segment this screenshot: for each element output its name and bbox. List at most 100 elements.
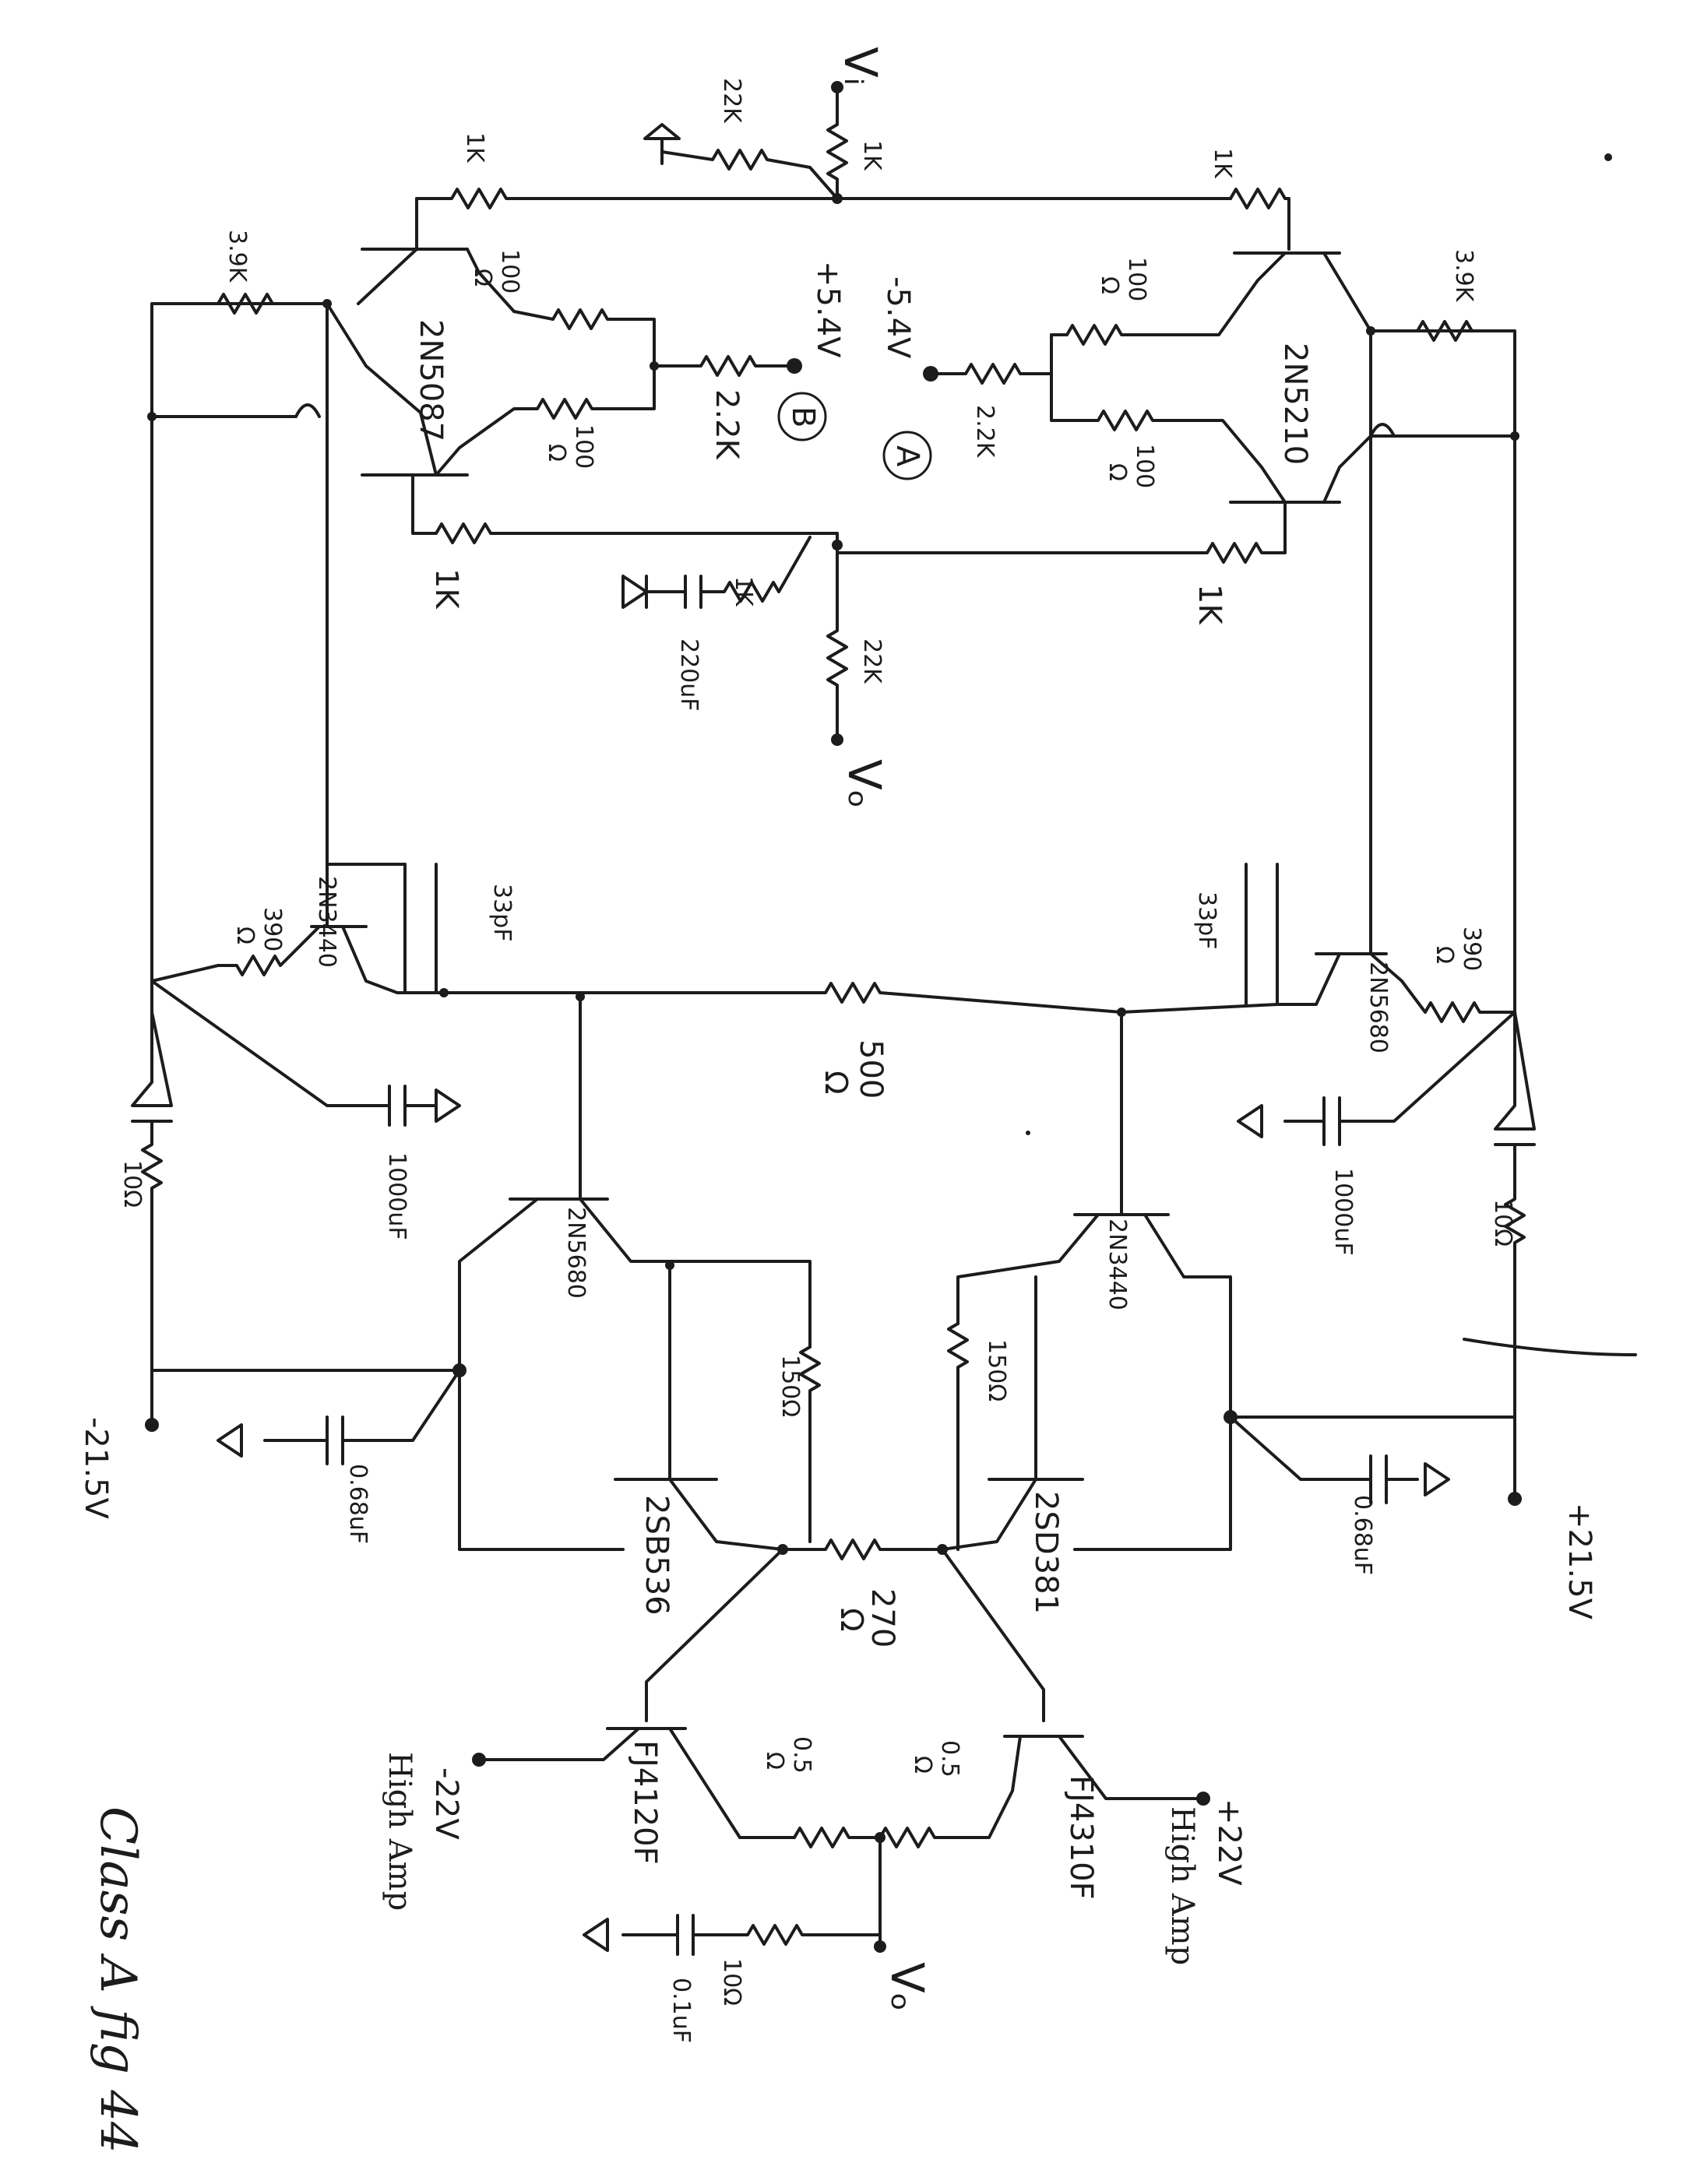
label-node-a-voltage: -5.4V	[880, 276, 916, 359]
pos-main-terminal	[1508, 1492, 1522, 1506]
label-r-bias-right: 3.9K	[1450, 249, 1477, 303]
label-r-bias-center-unit: Ω	[818, 1071, 854, 1095]
r-fb-symbol	[826, 532, 848, 737]
c-dec-left-symbol	[217, 1369, 461, 1465]
r-bot-right-symbol	[836, 501, 1287, 564]
junction-dot	[665, 1261, 674, 1270]
label-r-drv-link-unit: Ω	[833, 1608, 869, 1632]
r-emit-right-top-symbol	[1050, 251, 1287, 346]
label-r-emit-right-bot: 100	[1131, 444, 1158, 488]
label-r-top-left: 1K	[461, 132, 488, 164]
label-r-fb: 22K	[858, 638, 886, 684]
label-c-comp-left: 33pF	[488, 884, 516, 941]
label-r-bias-left: 3.9K	[224, 230, 251, 283]
r-diode-left-symbol	[141, 1120, 163, 1426]
label-c-zobel: 0.1uF	[667, 1978, 695, 2043]
input-stage	[326, 248, 1419, 564]
output-terminal	[874, 1940, 886, 1953]
label-r-in-ground: 22K	[718, 78, 745, 124]
vas-stage	[150, 863, 1516, 1146]
labels: Vᵢ 1K 22K 1K 1K 3.9K 3.9K 100 Ω 100 Ω 10…	[78, 47, 1597, 2154]
label-r-vas-left: 390	[259, 907, 286, 951]
label-r-emit-left-bot: 100	[570, 424, 597, 469]
r-in-series-symbol	[826, 86, 848, 200]
label-neg-main: -21.5V	[78, 1417, 114, 1519]
label-r-emit-right-bot-unit: Ω	[1104, 463, 1131, 481]
supply-rails	[131, 1011, 1637, 1506]
label-r-vas-right: 390	[1458, 927, 1485, 971]
r-emit-left-bot-symbol	[435, 364, 656, 477]
wire	[1369, 329, 1516, 866]
node-b-terminal	[787, 358, 802, 374]
r-bias-left-symbol	[217, 293, 274, 315]
r-vas-right-symbol	[1400, 979, 1516, 1023]
r-fb-ground-symbol	[699, 536, 812, 603]
label-c-dec-right: 0.68uF	[1349, 1495, 1376, 1575]
label-q-out-left: FJ4120F	[627, 1740, 663, 1865]
label-q-drv-left: 2SB536	[639, 1495, 674, 1616]
wire	[1073, 1416, 1232, 1551]
c-comp-left-symbol	[403, 863, 438, 994]
ground-symbol	[621, 575, 648, 609]
label-r-pre-left: 150Ω	[776, 1355, 804, 1417]
label-r-vas-right-unit: Ω	[1431, 946, 1458, 964]
r-emit-left-top-symbol	[512, 308, 656, 368]
r-out-left-symbol	[793, 1827, 882, 1848]
input-label: Vᵢ	[834, 47, 887, 86]
pre-driver-stage	[217, 995, 1450, 1551]
label-pos-high-caption: High Amp	[1164, 1806, 1200, 1965]
r-out-right-symbol	[878, 1735, 1022, 1848]
junction-dot	[1510, 431, 1519, 441]
r-pre-left-symbol	[799, 1345, 821, 1543]
side-rails	[147, 293, 1519, 1014]
label-pos-main: +21.5V	[1562, 1503, 1597, 1620]
c-comp-right-symbol	[1245, 863, 1279, 1006]
transistor-leads	[326, 863, 445, 994]
label-c-sup-right: 1000uF	[1329, 1168, 1357, 1256]
junction-dot	[832, 540, 843, 550]
label-pos-high-voltage: +22V	[1211, 1799, 1247, 1886]
label-q-vas-right: 2N5680	[1364, 962, 1392, 1053]
transistor-base-bar	[1315, 863, 1388, 955]
r-in-ground-symbol	[660, 149, 839, 200]
label-q-drv-right: 2SD381	[1028, 1491, 1064, 1614]
label-node-b-voltage: +5.4V	[810, 261, 846, 358]
label-r-emit-left-bot-unit: Ω	[543, 444, 570, 462]
wire-crossover	[1369, 423, 1396, 438]
label-q-out-right: FJ4310F	[1063, 1775, 1099, 1900]
wire	[458, 1369, 625, 1551]
transistor-leads	[458, 995, 609, 1372]
feedback-network	[621, 532, 848, 746]
label-r-top-right: 1K	[1209, 148, 1236, 179]
node-a-circle	[882, 431, 932, 480]
neg-high-terminal	[472, 1753, 486, 1767]
rail-right	[1369, 329, 1516, 1014]
label-c-comp-right: 33pF	[1193, 892, 1220, 949]
r-pre-right-symbol	[947, 1322, 969, 1551]
driver-stage	[614, 1478, 1084, 1722]
diode-right-symbol	[1494, 1011, 1536, 1146]
wire	[1338, 1011, 1516, 1123]
label-r-bot-right: 1K	[1192, 584, 1227, 625]
junction-dot	[147, 412, 157, 421]
label-node-a: A	[889, 445, 925, 467]
label-r-bot-left: 1K	[428, 568, 464, 610]
r-emit-right-bot-symbol	[1050, 333, 1287, 504]
stray-dot	[1026, 1131, 1030, 1135]
label-r-emit-left-top: 100	[496, 249, 523, 294]
r-zobel-symbol	[692, 1924, 882, 1946]
label-neg-high-caption: High Amp	[382, 1752, 417, 1911]
r-tail-a-symbol	[929, 363, 1053, 385]
label-c-fb: 220uF	[675, 638, 702, 712]
transistor-leads	[357, 248, 516, 313]
wire	[645, 1548, 1045, 1722]
c-sup-left-symbol	[388, 1085, 461, 1127]
label-q-pre-right: 2N3440	[1104, 1219, 1131, 1310]
label-q-vas-left: 2N3440	[313, 876, 340, 968]
stray-mark	[1463, 1338, 1637, 1356]
label-r-fb-ground: 1K	[730, 576, 757, 607]
driver-left-leads	[614, 1478, 784, 1551]
label-r-emit-left-top-unit: Ω	[469, 269, 496, 287]
